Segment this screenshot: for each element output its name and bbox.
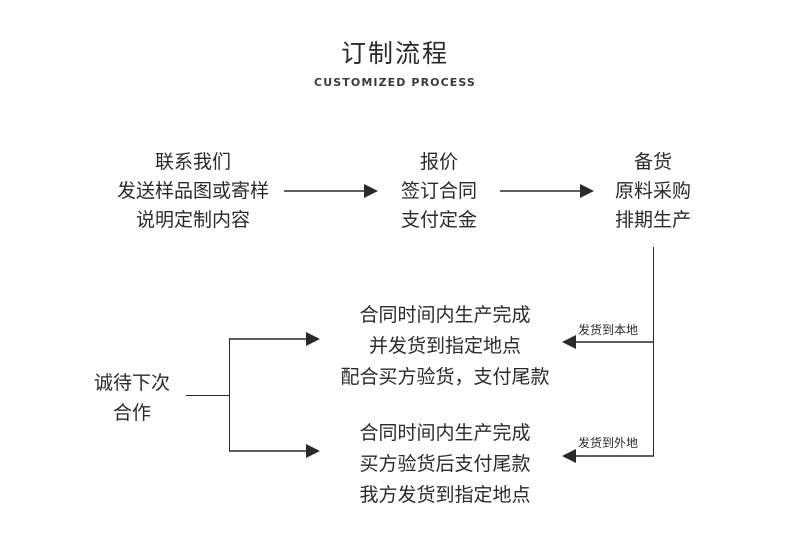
- label-local-delivery: 发货到本地: [578, 323, 639, 337]
- step-stock-preparation-line2: 原料采购: [614, 180, 691, 202]
- arrow-quotation-to-stock-icon: [500, 184, 594, 198]
- step-stock-preparation-line3: 排期生产: [614, 209, 691, 231]
- branch-remote-line1: 合同时间内生产完成: [359, 422, 531, 444]
- arrow-local-delivery-icon: [562, 335, 654, 349]
- branch-local-line3: 配合买方验货，支付尾款: [340, 366, 550, 388]
- step-stock-preparation: 备货 原料采购 排期生产: [592, 148, 714, 235]
- step-quotation: 报价 签订合同 支付定金: [378, 148, 500, 235]
- branch-local-delivery: 合同时间内生产完成 并发货到指定地点 配合买方验货，支付尾款: [320, 300, 570, 393]
- connector-stub-left: [186, 395, 230, 396]
- step-contact-us-line3: 说明定制内容: [135, 209, 250, 231]
- next-cooperation-line1: 诚待下次: [93, 372, 170, 394]
- arrow-to-local-branch-icon: [229, 332, 320, 346]
- step-contact-us-line1: 联系我们: [154, 151, 231, 173]
- branch-local-line2: 并发货到指定地点: [368, 335, 521, 357]
- next-cooperation-line2: 合作: [112, 402, 151, 424]
- step-next-cooperation: 诚待下次 合作: [78, 368, 186, 428]
- page-title-block: 订制流程 CUSTOMIZED PROCESS: [0, 38, 790, 90]
- page-subtitle: CUSTOMIZED PROCESS: [314, 76, 476, 89]
- page-title: 订制流程: [340, 39, 449, 68]
- branch-remote-line2: 买方验货后支付尾款: [359, 453, 531, 475]
- step-quotation-line2: 签订合同: [400, 180, 477, 202]
- branch-local-line1: 合同时间内生产完成: [359, 304, 531, 326]
- connector-bracket-vertical: [229, 338, 230, 451]
- step-contact-us-line2: 发送样品图或寄样: [116, 180, 269, 202]
- step-stock-preparation-line1: 备货: [633, 151, 672, 173]
- branch-remote-line3: 我方发货到指定地点: [359, 484, 531, 506]
- step-contact-us: 联系我们 发送样品图或寄样 说明定制内容: [100, 148, 286, 235]
- step-quotation-line1: 报价: [419, 151, 458, 173]
- branch-remote-delivery: 合同时间内生产完成 买方验货后支付尾款 我方发货到指定地点: [320, 418, 570, 511]
- trunk-line-right: [653, 247, 654, 456]
- arrow-remote-delivery-icon: [562, 449, 654, 463]
- label-remote-delivery: 发货到外地: [578, 436, 639, 450]
- step-quotation-line3: 支付定金: [400, 209, 477, 231]
- arrow-to-remote-branch-icon: [229, 444, 320, 458]
- arrow-contact-to-quotation-icon: [284, 184, 378, 198]
